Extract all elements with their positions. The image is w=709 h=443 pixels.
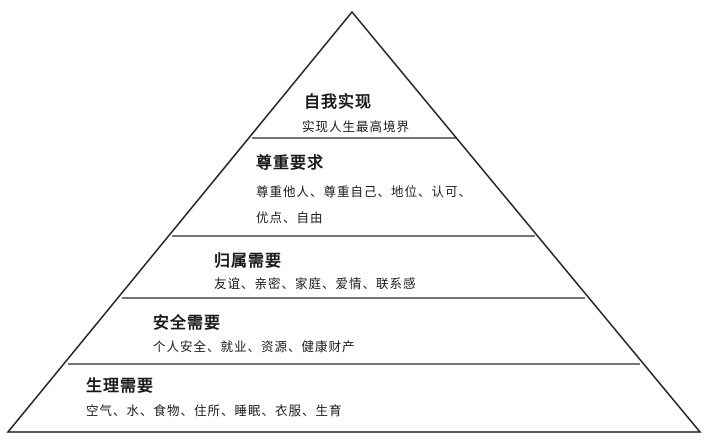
level-title: 生理需要 xyxy=(86,376,155,395)
level-description: 实现人生最高境界 xyxy=(302,119,411,134)
level-title: 安全需要 xyxy=(153,313,222,332)
level-physiological: 生理需要 xyxy=(86,377,154,395)
level-description: 友谊、亲密、家庭、爱情、联系感 xyxy=(214,276,417,291)
level-title: 归属需要 xyxy=(214,251,283,270)
level-title: 自我实现 xyxy=(304,92,373,111)
level-belonging: 归属需要 xyxy=(214,252,282,270)
level-description: 空气、水、食物、住所、睡眠、衣服、生育 xyxy=(86,403,343,418)
level-esteem: 尊重要求 xyxy=(256,154,324,172)
pyramid-outline xyxy=(6,10,702,433)
level-description: 个人安全、就业、资源、健康财产 xyxy=(153,339,356,354)
level-title: 尊重要求 xyxy=(256,153,325,172)
level-description: 尊重他人、尊重自己、地位、认可、 xyxy=(256,184,473,199)
level-description: 优点、自由 xyxy=(256,210,324,225)
level-safety: 安全需要 xyxy=(153,314,221,332)
level-self-actualization: 自我实现 xyxy=(304,93,372,111)
